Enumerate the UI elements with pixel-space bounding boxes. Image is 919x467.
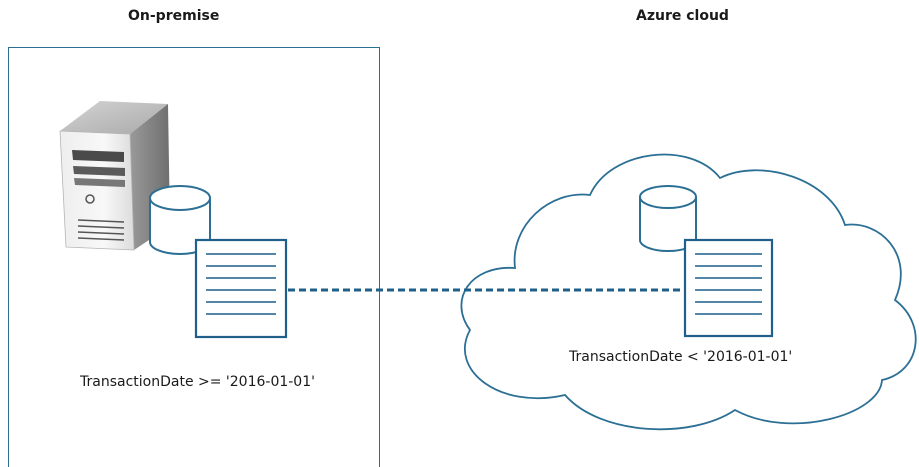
- on-premise-filter-label: TransactionDate >= '2016-01-01': [80, 374, 315, 390]
- diagram-canvas: [59, 101, 917, 431]
- database-icon-azure: [639, 185, 697, 252]
- document-icon-azure: [683, 238, 774, 338]
- on-premise-boundary: [8, 47, 380, 467]
- azure-filter-label: TransactionDate < '2016-01-01': [569, 349, 793, 365]
- on-premise-heading: On-premise: [128, 8, 220, 24]
- server-tower-icon: [59, 101, 170, 251]
- document-icon-onprem: [194, 238, 288, 339]
- azure-cloud-heading: Azure cloud: [636, 8, 729, 24]
